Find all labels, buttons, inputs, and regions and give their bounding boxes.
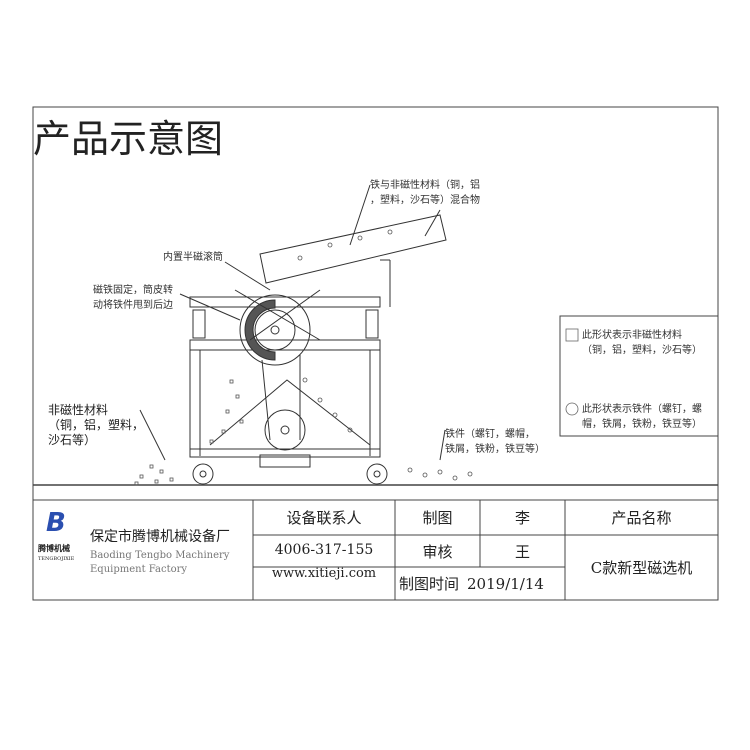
- company-logo: B: [46, 508, 66, 538]
- particles: [134, 229, 579, 486]
- drawn-by: 李: [514, 509, 530, 527]
- iron-line: 铁屑，铁粉，铁豆等）: [445, 444, 545, 455]
- iron-label: 铁件（螺钉，螺帽， 铁屑，铁粉，铁豆等）: [445, 427, 545, 457]
- date-row: 制图时间 2019/1/14: [395, 567, 565, 600]
- contact-label: 设备联系人: [286, 509, 362, 527]
- logo-subtext: TENGBOJIXIE: [38, 556, 75, 562]
- product-name: C款新型磁选机: [590, 559, 693, 577]
- mixture-label: 铁与非磁性材料（铜，铝 ，塑料，沙石等）混合物: [370, 178, 480, 208]
- nonmagnetic-line: （铜，铝，塑料，: [48, 418, 145, 432]
- mixture-line: 铁与非磁性材料（铜，铝: [370, 180, 480, 191]
- page-title: 产品示意图: [33, 117, 224, 161]
- motor: [264, 409, 306, 451]
- mixture-line: ，塑料，沙石等）混合物: [370, 195, 480, 206]
- legend-nonmagnetic: 此形状表示非磁性材料 （铜，铝，塑料，沙石等）: [582, 328, 702, 358]
- legend-line: （铜，铝，塑料，沙石等）: [582, 345, 702, 356]
- legend-iron: 此形状表示铁件（螺钉，螺 帽，铁屑，铁粉，铁豆等）: [582, 402, 702, 432]
- magnet-line: 磁铁固定，筒皮转: [93, 285, 173, 296]
- wheel: [192, 463, 214, 485]
- magnetic-drum: [239, 294, 311, 366]
- legend-square-icon: [565, 328, 579, 342]
- nonmagnetic-line: 非磁性材料: [48, 403, 109, 417]
- machine: [139, 184, 447, 485]
- nonmagnetic-line: 沙石等）: [48, 433, 97, 447]
- product-label: 产品名称: [611, 509, 672, 527]
- website: www.xitieji.com: [271, 565, 377, 581]
- wheel: [366, 463, 388, 485]
- phone-number: 4006-317-155: [274, 542, 374, 558]
- iron-line: 铁件（螺钉，螺帽，: [445, 429, 535, 440]
- nonmagnetic-label: 非磁性材料 （铜，铝，塑料， 沙石等）: [48, 403, 144, 448]
- date-value: 2019/1/14: [467, 574, 544, 593]
- legend-box: [559, 315, 719, 437]
- hopper: [259, 214, 447, 284]
- checked-label: 审核: [422, 542, 453, 561]
- drum-label: 内置半磁滚筒: [163, 252, 223, 263]
- logo-text: 腾博机械: [38, 543, 70, 553]
- company-name: 保定市腾博机械设备厂: [90, 529, 230, 545]
- magnet-label: 磁铁固定，筒皮转 动将铁件甩到后边: [93, 283, 173, 313]
- date-label: 制图时间: [399, 575, 460, 593]
- company-name-en-2: Equipment Factory: [90, 564, 188, 575]
- company-name-en-1: Baoding Tengbo Machinery: [90, 550, 230, 561]
- checked-by: 王: [514, 542, 530, 561]
- magnet-line: 动将铁件甩到后边: [93, 300, 173, 311]
- drawn-label: 制图: [422, 509, 453, 527]
- legend-line: 帽，铁屑，铁粉，铁豆等）: [582, 419, 702, 430]
- legend-nut-icon: [565, 402, 579, 416]
- legend-line: 此形状表示铁件（螺钉，螺: [582, 404, 702, 415]
- legend-line: 此形状表示非磁性材料: [582, 330, 682, 341]
